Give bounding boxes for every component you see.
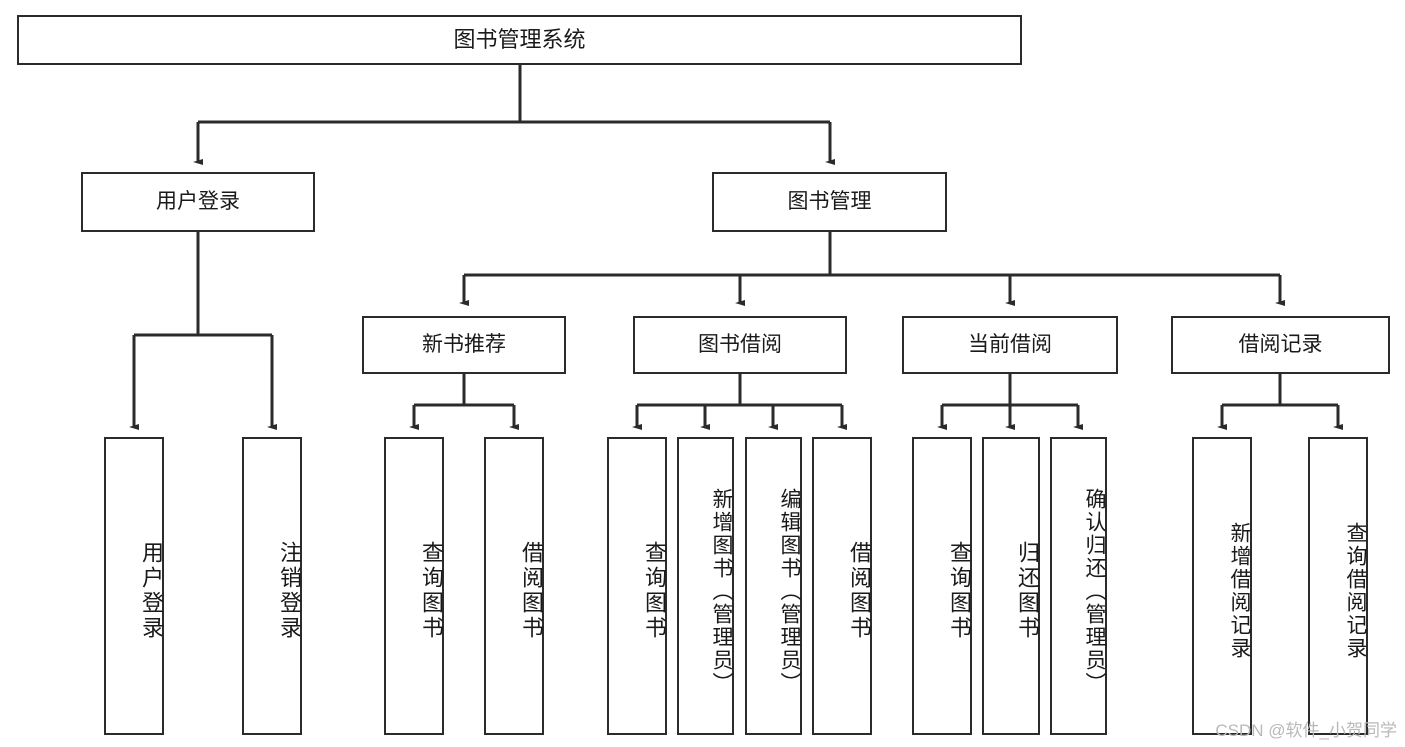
- leaf-add-book-admin[interactable]: 新增图书（管理员）: [677, 437, 734, 735]
- node-label: 查询图书: [419, 541, 444, 641]
- node-label: 编辑图书（管理员）: [778, 487, 801, 695]
- leaf-query-books-recommend[interactable]: 查询图书: [384, 437, 444, 735]
- node-user-login[interactable]: 用户登录: [81, 172, 315, 232]
- node-label: 查询图书: [642, 541, 667, 641]
- node-label: 新增借阅记录: [1228, 522, 1251, 660]
- watermark-text: CSDN @软件_小贺同学: [1215, 721, 1397, 740]
- node-borrow-records[interactable]: 借阅记录: [1171, 316, 1390, 374]
- leaf-user-login[interactable]: 用户登录: [104, 437, 164, 735]
- node-label: 借阅记录: [1238, 332, 1323, 356]
- node-label: 查询图书: [947, 541, 972, 641]
- node-label: 借阅图书: [519, 541, 544, 641]
- leaf-query-books-borrow[interactable]: 查询图书: [607, 437, 667, 735]
- leaf-add-borrow-record[interactable]: 新增借阅记录: [1192, 437, 1252, 735]
- leaf-borrow-books[interactable]: 借阅图书: [812, 437, 872, 735]
- node-label: 图书管理: [787, 189, 872, 213]
- node-book-borrow[interactable]: 图书借阅: [633, 316, 847, 374]
- node-new-book-recommend[interactable]: 新书推荐: [362, 316, 566, 374]
- node-label: 用户登录: [156, 189, 240, 213]
- leaf-logout[interactable]: 注销登录: [242, 437, 302, 735]
- node-label: 归还图书: [1015, 541, 1040, 641]
- node-book-management[interactable]: 图书管理: [712, 172, 947, 232]
- node-label: 借阅图书: [847, 541, 872, 641]
- node-label: 新书推荐: [422, 332, 506, 356]
- node-label: 新增图书（管理员）: [710, 487, 733, 695]
- leaf-query-borrow-record[interactable]: 查询借阅记录: [1308, 437, 1368, 735]
- node-label: 图书借阅: [698, 332, 782, 356]
- node-label: 注销登录: [277, 541, 302, 641]
- node-label: 确认归还（管理员）: [1083, 487, 1106, 695]
- leaf-return-books[interactable]: 归还图书: [982, 437, 1040, 735]
- node-label: 图书管理系统: [453, 27, 586, 53]
- node-label: 查询借阅记录: [1344, 522, 1367, 660]
- leaf-borrow-books-recommend[interactable]: 借阅图书: [484, 437, 544, 735]
- leaf-query-books-current[interactable]: 查询图书: [912, 437, 972, 735]
- leaf-confirm-return-admin[interactable]: 确认归还（管理员）: [1050, 437, 1107, 735]
- leaf-edit-book-admin[interactable]: 编辑图书（管理员）: [745, 437, 802, 735]
- node-label: 当前借阅: [968, 332, 1052, 356]
- node-current-borrow[interactable]: 当前借阅: [902, 316, 1118, 374]
- node-label: 用户登录: [139, 541, 164, 641]
- node-root-book-management-system[interactable]: 图书管理系统: [17, 15, 1022, 65]
